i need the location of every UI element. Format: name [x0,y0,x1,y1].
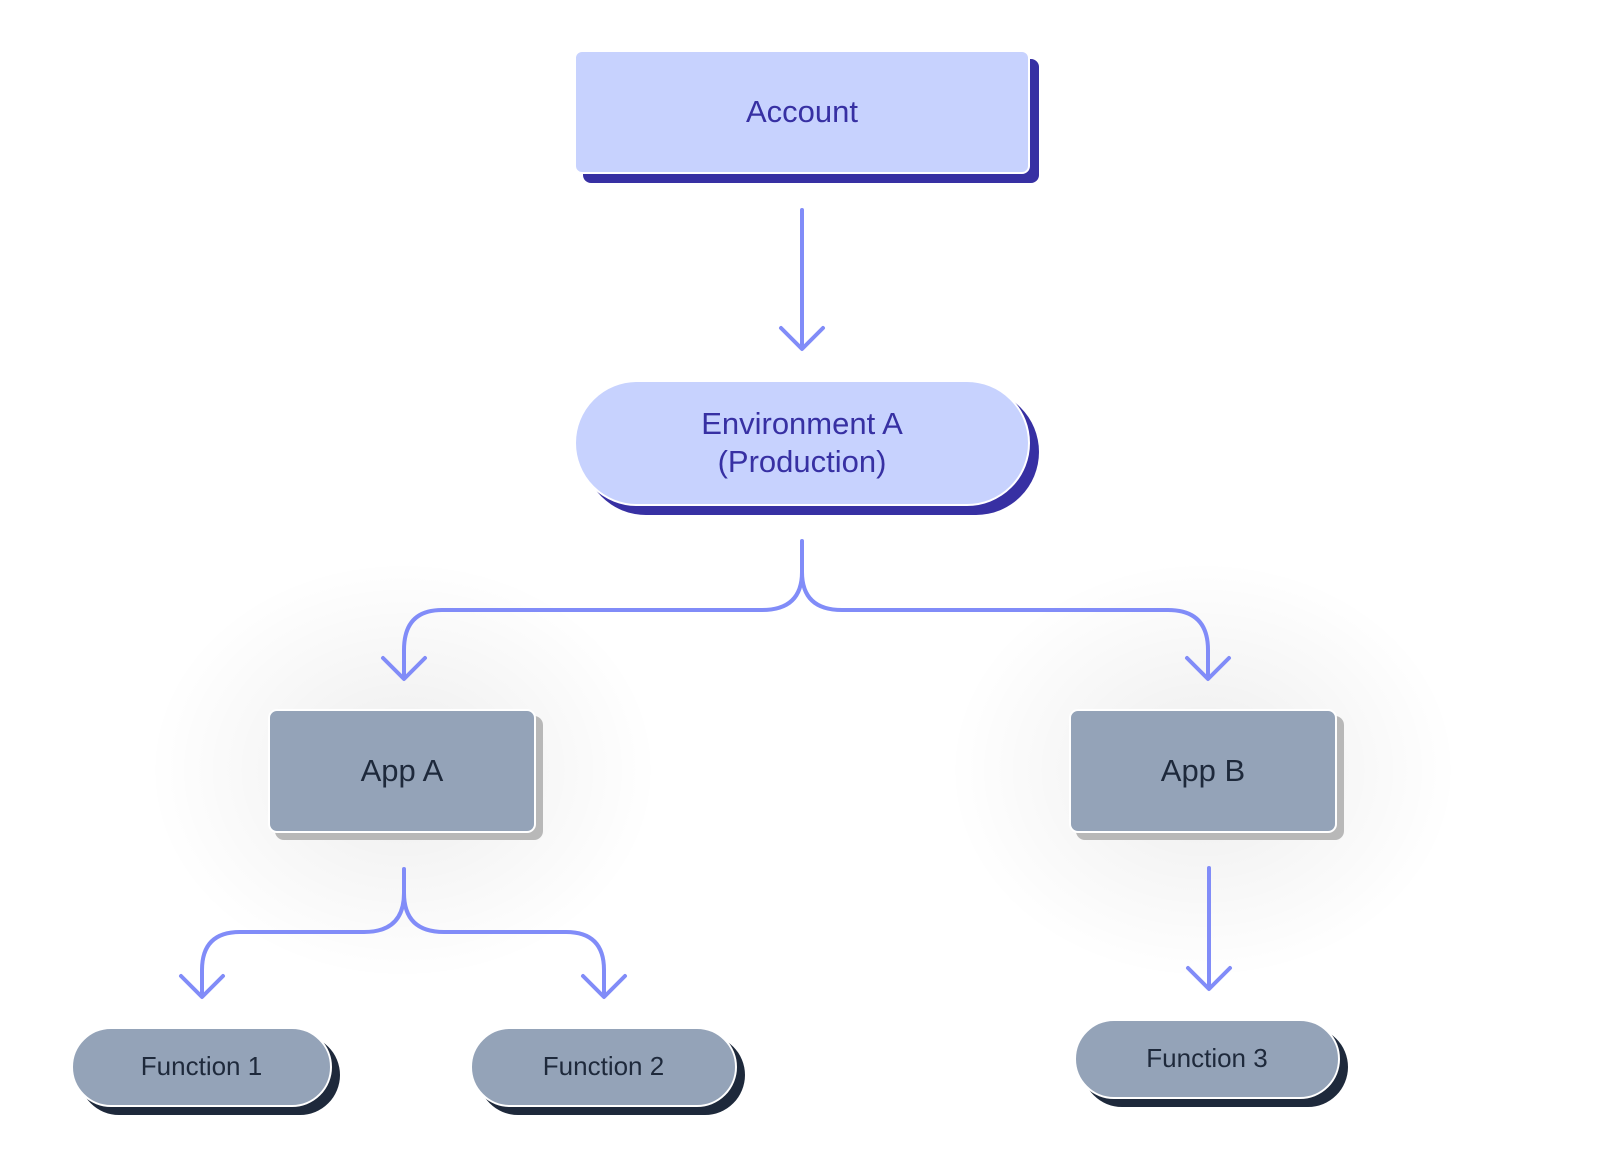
app-b-node[interactable]: App B [1069,709,1337,833]
environment-sublabel: (Production) [717,444,887,479]
connector-environment-to-apps [381,539,1231,681]
environment-node[interactable]: Environment A (Production) [574,380,1030,506]
function-1-node[interactable]: Function 1 [71,1027,332,1107]
connector-app-b-to-function-3 [1186,866,1232,991]
function-1-label: Function 1 [140,1051,263,1082]
app-a-label: App A [360,753,444,789]
app-b-label: App B [1160,753,1246,789]
account-label: Account [745,94,858,130]
function-3-node[interactable]: Function 3 [1074,1019,1340,1099]
function-3-label: Function 3 [1146,1043,1268,1074]
account-node[interactable]: Account [574,50,1030,174]
function-2-label: Function 2 [542,1051,665,1082]
connector-account-to-environment [779,208,825,351]
function-2-node[interactable]: Function 2 [470,1027,737,1107]
connector-app-a-to-functions [179,867,627,999]
app-a-node[interactable]: App A [268,709,536,833]
environment-label: Environment A [701,406,903,442]
